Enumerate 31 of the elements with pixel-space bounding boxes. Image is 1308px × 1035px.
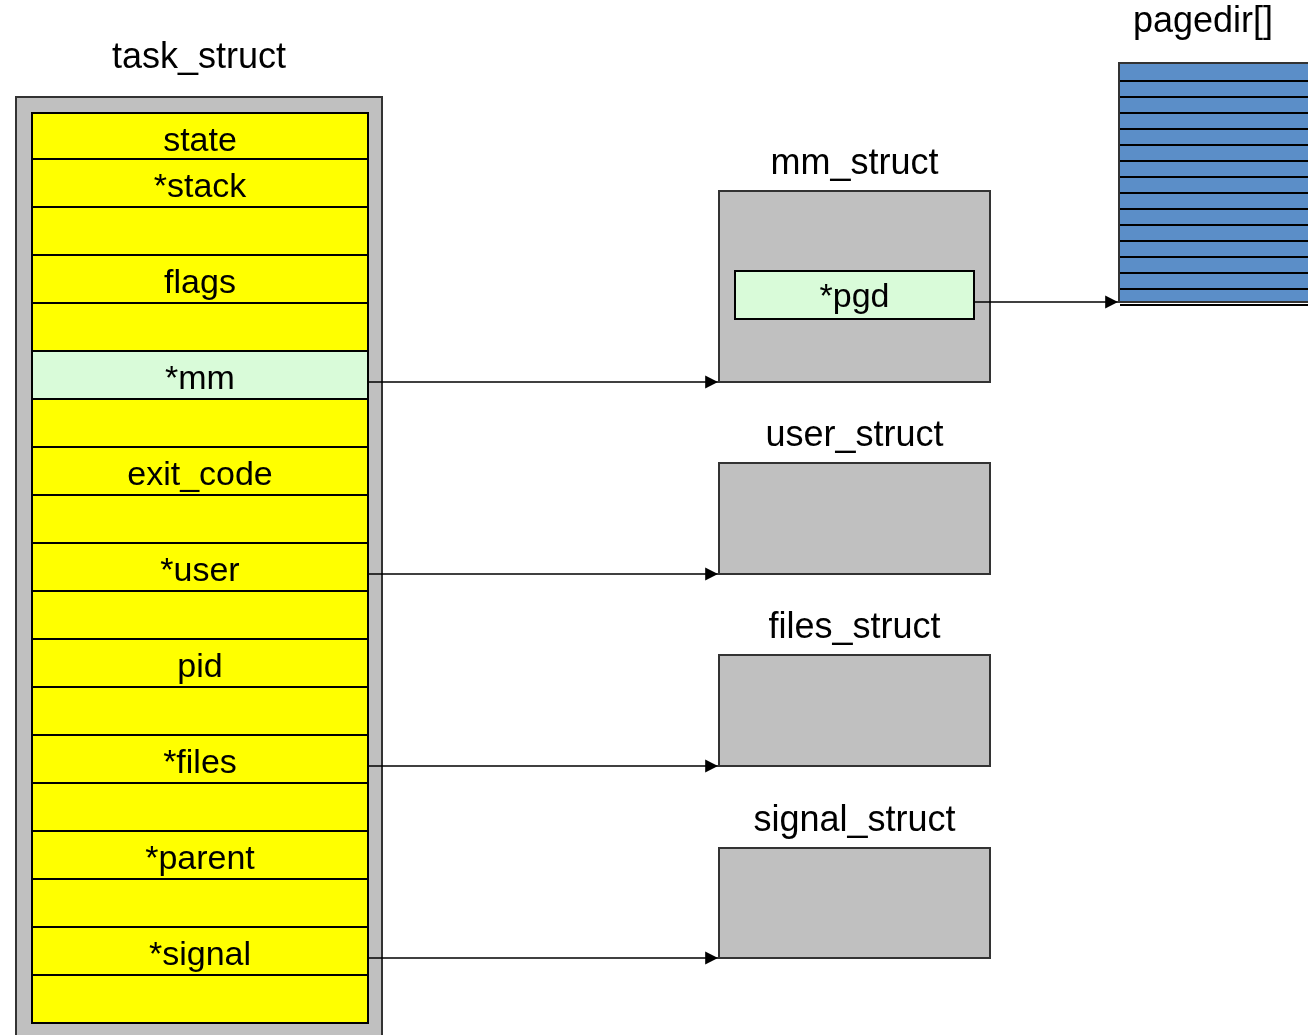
- struct-title: signal_struct: [752, 797, 957, 841]
- field-row: flags: [31, 256, 369, 304]
- field-row: [31, 304, 369, 352]
- field-row: exit_code: [31, 448, 369, 496]
- field-row: *stack: [31, 160, 369, 208]
- field-row: state: [31, 112, 369, 160]
- field-row: [31, 496, 369, 544]
- field-row: [31, 688, 369, 736]
- field-row: [31, 976, 369, 1024]
- field-row: [31, 592, 369, 640]
- struct-title: user_struct: [764, 412, 945, 456]
- arrow: [974, 295, 1119, 309]
- field-row: *pgd: [734, 270, 975, 320]
- struct-title: task_struct: [110, 34, 288, 78]
- field-row: *files: [31, 736, 369, 784]
- field-row: [31, 784, 369, 832]
- field-row: [31, 400, 369, 448]
- field-row: *parent: [31, 832, 369, 880]
- field-row: *mm: [31, 352, 369, 400]
- field-row: [31, 880, 369, 928]
- arrow: [368, 567, 719, 581]
- arrow: [368, 951, 719, 965]
- struct-title: mm_struct: [769, 140, 940, 184]
- field-row: pid: [31, 640, 369, 688]
- arrow: [368, 375, 719, 389]
- arrow: [368, 759, 719, 773]
- field-row: [31, 208, 369, 256]
- struct-title: files_struct: [767, 604, 942, 648]
- field-row: *user: [31, 544, 369, 592]
- field-row: *signal: [31, 928, 369, 976]
- struct-title: pagedir[]: [1131, 0, 1275, 42]
